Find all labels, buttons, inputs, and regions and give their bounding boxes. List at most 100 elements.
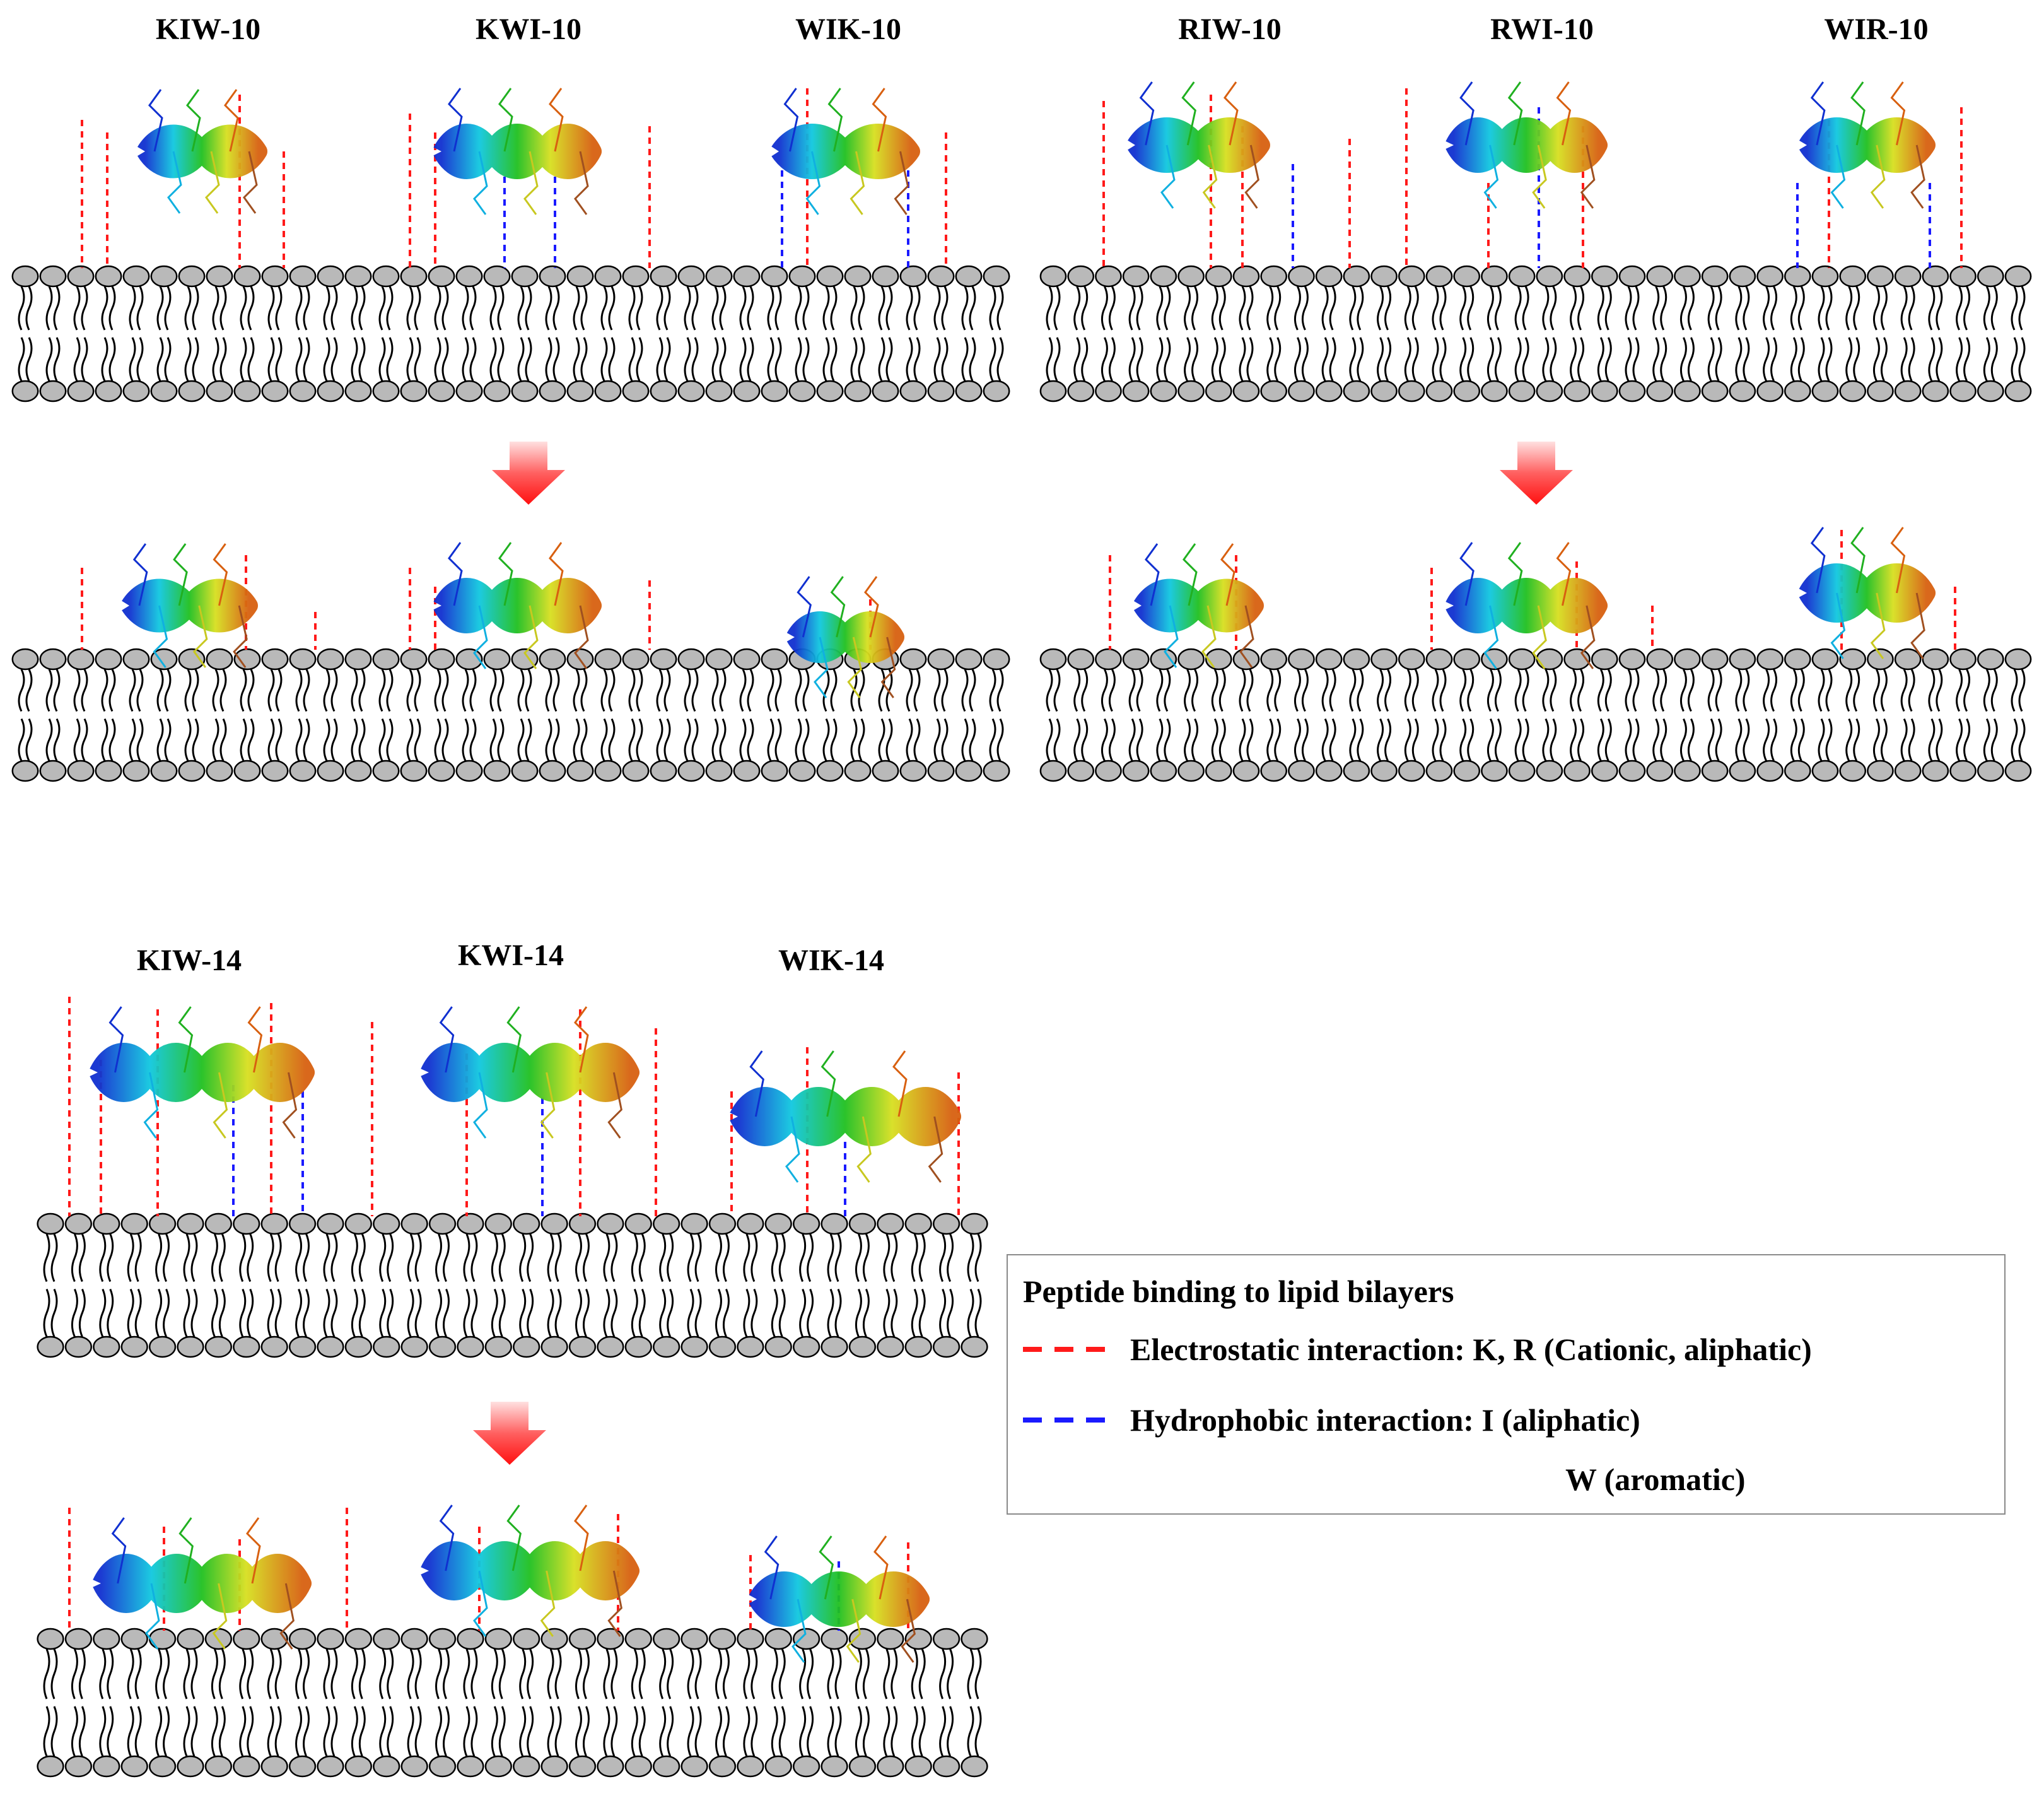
lipid-tail <box>2018 669 2026 712</box>
lipid-tail <box>1357 669 1364 712</box>
lipid-head <box>39 265 67 288</box>
lipid-tail <box>719 718 727 761</box>
side-chain <box>132 543 148 606</box>
lipid-tail <box>547 1706 554 1757</box>
lipid-head <box>148 1628 177 1650</box>
lipid-tail <box>628 337 636 382</box>
lipid-tail <box>1321 286 1329 331</box>
lipid-tail <box>1184 337 1191 382</box>
lipid-tail <box>1432 286 1439 331</box>
lipid-tail <box>527 1288 534 1337</box>
lipid-head <box>904 1335 932 1358</box>
lipid-head <box>148 1335 177 1358</box>
side-chain <box>1580 605 1596 669</box>
lipid-tail <box>184 286 192 331</box>
lipid-tail <box>53 286 61 331</box>
lipid-head <box>680 1212 708 1235</box>
down-arrow-icon <box>1500 442 1573 505</box>
lipid-tail <box>667 1233 674 1282</box>
lipid-head <box>1591 265 1618 288</box>
lipid-head <box>1205 648 1232 671</box>
lipid-head <box>373 1335 400 1358</box>
lipid-head <box>484 1628 512 1650</box>
lipid-tail <box>358 1648 366 1699</box>
lipid-tail <box>247 718 255 761</box>
lipid-tail <box>747 669 754 712</box>
lipid-tail <box>1404 337 1411 382</box>
lipid-head <box>539 648 566 671</box>
lipid-tail <box>1404 286 1411 331</box>
lipid-head <box>1288 760 1315 782</box>
lipid-tail <box>134 1233 142 1282</box>
lipid-head <box>344 1335 373 1358</box>
lipid-tail <box>1164 669 1171 712</box>
lipid-tail <box>778 1233 786 1282</box>
lipid-head <box>428 265 455 288</box>
lipid-tail <box>858 669 865 712</box>
lipid-tail <box>183 1706 190 1757</box>
lipid-tail <box>582 1648 590 1699</box>
lipid-tail <box>1108 286 1116 331</box>
lipid-tail <box>799 1706 807 1757</box>
lipid-head <box>11 265 39 288</box>
lipid-tail <box>941 669 949 712</box>
lipid-head <box>1370 380 1398 402</box>
lipid-head <box>927 648 955 671</box>
lipid-head <box>400 1335 428 1358</box>
lipid-tail <box>101 669 108 712</box>
lipid-tail <box>1763 337 1770 382</box>
lipid-tail <box>519 1233 527 1282</box>
lipid-head <box>1508 648 1536 671</box>
lipid-head <box>877 1335 904 1358</box>
lipid-head <box>788 760 816 782</box>
lipid-tail <box>1632 286 1640 331</box>
lipid-tail <box>1053 669 1061 712</box>
lipid-tail <box>247 337 255 382</box>
lipid-tail <box>351 286 358 331</box>
lipid-tail <box>933 718 941 761</box>
lipid-tail <box>1486 718 1494 761</box>
lipid-head <box>1756 760 1784 782</box>
side-chain <box>1556 542 1572 606</box>
lipid-tail <box>1853 286 1860 331</box>
lipid-head <box>1095 760 1122 782</box>
lipid-tail <box>441 337 449 382</box>
lipid-tail <box>850 337 858 382</box>
lipid-tail <box>1522 718 1529 761</box>
lipid-head <box>733 265 761 288</box>
lipid-tail <box>498 1706 506 1757</box>
lipid-head <box>233 380 261 402</box>
lipid-bilayer <box>11 265 1010 402</box>
peptide-helix <box>749 1535 930 1663</box>
lipid-tail <box>545 669 552 712</box>
lipid-tail <box>1439 718 1447 761</box>
peptide-helix <box>68 1508 312 1650</box>
lipid-tail <box>1660 337 1667 382</box>
lipid-tail <box>1486 286 1494 331</box>
lipid-head <box>93 1628 120 1650</box>
side-chain <box>830 576 846 638</box>
lipid-head <box>1839 760 1867 782</box>
lipid-tail <box>807 1706 814 1757</box>
lipid-tail <box>885 286 893 331</box>
side-chain <box>1164 605 1179 668</box>
lipid-tail <box>834 1648 842 1699</box>
lipid-head <box>457 1335 484 1358</box>
lipid-head <box>1949 648 1977 671</box>
lipid-tail <box>274 1706 282 1757</box>
side-chain <box>749 1050 764 1117</box>
lipid-head <box>513 1755 540 1778</box>
lipid-tail <box>267 1648 274 1699</box>
lipid-tail <box>247 1233 254 1282</box>
helix-ribbon <box>730 1087 961 1146</box>
lipid-tail <box>547 1288 554 1337</box>
lipid-tail <box>1550 337 1557 382</box>
lipid-tail <box>156 718 164 761</box>
lipid-tail <box>53 669 61 712</box>
lipid-tail <box>358 718 366 761</box>
lipid-head <box>539 760 566 782</box>
lipid-tail <box>1432 337 1439 382</box>
lipid-head <box>95 648 122 671</box>
lipid-head <box>2004 648 2032 671</box>
